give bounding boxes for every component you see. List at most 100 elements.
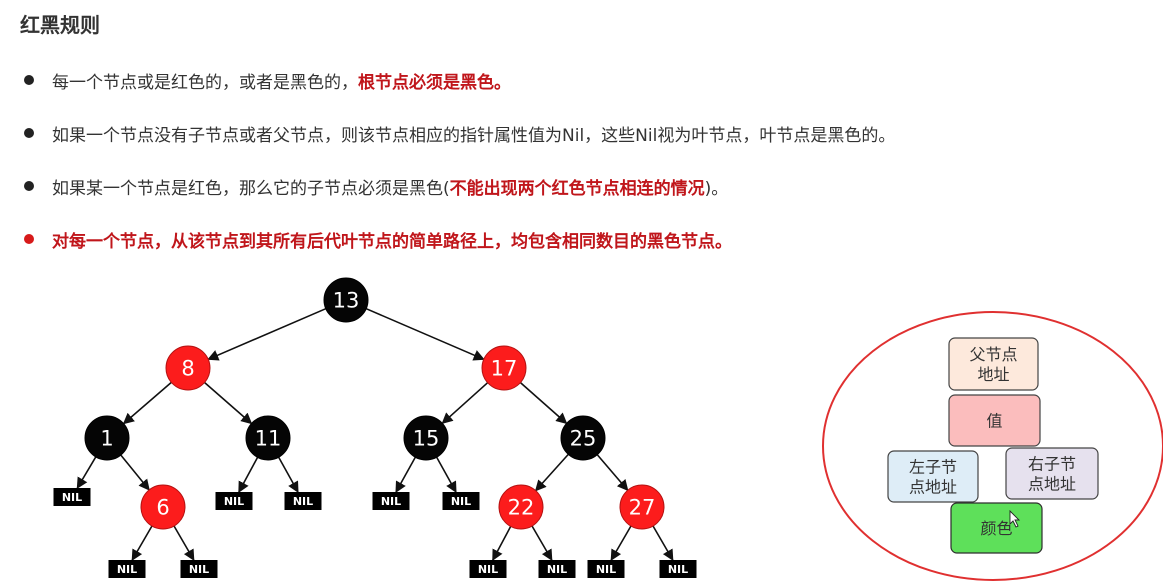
nil-label: NIL bbox=[62, 491, 82, 504]
struct-box-label: 值 bbox=[986, 412, 1002, 431]
nil-box bbox=[538, 560, 576, 578]
node-label: 25 bbox=[570, 427, 597, 451]
struct-box-value: 值 bbox=[948, 394, 1041, 447]
nil-leaf: NIL bbox=[442, 492, 480, 510]
nil-leaf: NIL bbox=[215, 492, 253, 510]
tree-edge bbox=[365, 307, 485, 361]
bullet-icon bbox=[24, 128, 34, 138]
tree-edge bbox=[534, 453, 569, 492]
rule-1: 每一个节点或是红色的，或者是黑色的，根节点必须是黑色。 bbox=[24, 67, 511, 93]
nil-box bbox=[469, 560, 507, 578]
page-title: 红黑规则 bbox=[20, 13, 100, 37]
node-circle bbox=[323, 277, 369, 323]
bullet-icon bbox=[24, 181, 34, 191]
struct-box-label: 颜色 bbox=[980, 519, 1012, 538]
struct-box-color: 颜色 bbox=[950, 502, 1043, 554]
node-circle bbox=[498, 484, 544, 530]
nil-label: NIL bbox=[547, 563, 567, 576]
nil-label: NIL bbox=[668, 563, 688, 576]
tree-edge bbox=[441, 382, 489, 425]
rule-1-text: 每一个节点或是红色的，或者是黑色的， bbox=[52, 72, 358, 93]
tree-edge bbox=[207, 307, 327, 361]
node-label: 1 bbox=[100, 427, 113, 451]
struct-box-label: 左子节点地址 bbox=[909, 458, 957, 497]
struct-box-right: 右子节点地址 bbox=[1005, 447, 1099, 500]
tree-node-22: 22 bbox=[498, 484, 544, 530]
struct-box-parent: 父节点地址 bbox=[948, 337, 1039, 391]
nil-leaf: NIL bbox=[372, 492, 410, 510]
nil-leaf: NIL bbox=[538, 560, 576, 578]
nil-label: NIL bbox=[381, 495, 401, 508]
rule-3: 如果某一个节点是红色，那么它的子节点必须是黑色(不能出现两个红色节点相连的情况)… bbox=[24, 173, 728, 199]
nil-box bbox=[215, 492, 253, 510]
rule-3-tail: )。 bbox=[704, 178, 729, 199]
tree-edge bbox=[652, 525, 674, 561]
structure-outline bbox=[822, 311, 1163, 581]
tree-node-1: 1 bbox=[84, 415, 130, 461]
tree-node-13: 13 bbox=[323, 277, 369, 323]
tree-edge bbox=[435, 456, 457, 493]
tree-edge bbox=[519, 381, 568, 425]
struct-box-rect bbox=[1005, 447, 1099, 500]
nil-box bbox=[587, 560, 625, 578]
bullet-icon bbox=[24, 234, 34, 244]
node-label: 27 bbox=[629, 496, 656, 520]
tree-edge bbox=[395, 456, 417, 493]
tree-node-11: 11 bbox=[245, 415, 291, 461]
node-circle bbox=[560, 415, 606, 461]
node-circle bbox=[84, 415, 130, 461]
node-label: 22 bbox=[508, 496, 535, 520]
tree-edge bbox=[76, 456, 97, 489]
tree-node-6: 6 bbox=[140, 484, 186, 530]
rule-3-text: 如果某一个节点是红色，那么它的子节点必须是黑色( bbox=[52, 178, 450, 199]
struct-box-label: 右子节点地址 bbox=[1028, 455, 1076, 494]
node-circle bbox=[140, 484, 186, 530]
tree-node-15: 15 bbox=[403, 415, 449, 461]
tree-edge bbox=[610, 525, 632, 561]
node-circle bbox=[165, 345, 211, 391]
nil-box bbox=[53, 488, 91, 506]
nil-leaf: NIL bbox=[284, 492, 322, 510]
tree-edge bbox=[120, 454, 150, 491]
rule-2-text: 如果一个节点没有子节点或者父节点，则该节点相应的指针属性值为Nil，这些Nil视… bbox=[52, 125, 896, 146]
node-label: 6 bbox=[156, 496, 169, 520]
tree-edge bbox=[131, 525, 153, 561]
node-label: 11 bbox=[255, 427, 282, 451]
node-circle bbox=[481, 345, 527, 391]
nil-leaf: NIL bbox=[180, 560, 218, 578]
tree-edge bbox=[596, 454, 629, 492]
tree-node-17: 17 bbox=[481, 345, 527, 391]
nil-leaf: NIL bbox=[587, 560, 625, 578]
nil-label: NIL bbox=[224, 495, 244, 508]
struct-box-rect bbox=[887, 450, 979, 503]
struct-box-rect bbox=[950, 502, 1043, 554]
rule-4-text: 对每一个节点，从该节点到其所有后代叶节点的简单路径上，均包含相同数目的黑色节点。 bbox=[52, 231, 732, 252]
nil-leaf: NIL bbox=[108, 560, 146, 578]
node-label: 13 bbox=[333, 289, 360, 313]
nil-label: NIL bbox=[478, 563, 498, 576]
nil-box bbox=[284, 492, 322, 510]
node-label: 17 bbox=[491, 357, 518, 381]
tree-edges bbox=[76, 307, 674, 561]
rule-1-emphasis: 根节点必须是黑色。 bbox=[358, 72, 511, 93]
nil-leaf: NIL bbox=[53, 488, 91, 506]
struct-box-rect bbox=[948, 337, 1039, 391]
rule-4: 对每一个节点，从该节点到其所有后代叶节点的简单路径上，均包含相同数目的黑色节点。 bbox=[24, 226, 732, 252]
struct-box-rect bbox=[948, 394, 1041, 447]
tree-node-27: 27 bbox=[619, 484, 665, 530]
tree-node-25: 25 bbox=[560, 415, 606, 461]
tree-edge bbox=[531, 525, 553, 561]
node-circle bbox=[245, 415, 291, 461]
cursor-icon bbox=[1009, 509, 1021, 528]
tree-edge bbox=[173, 525, 195, 561]
tree-edge bbox=[238, 456, 259, 493]
nil-box bbox=[108, 560, 146, 578]
nil-leaf: NIL bbox=[469, 560, 507, 578]
tree-edge bbox=[492, 526, 512, 561]
rule-2: 如果一个节点没有子节点或者父节点，则该节点相应的指针属性值为Nil，这些Nil视… bbox=[24, 120, 895, 146]
node-label: 8 bbox=[181, 357, 194, 381]
nil-leaf: NIL bbox=[659, 560, 697, 578]
